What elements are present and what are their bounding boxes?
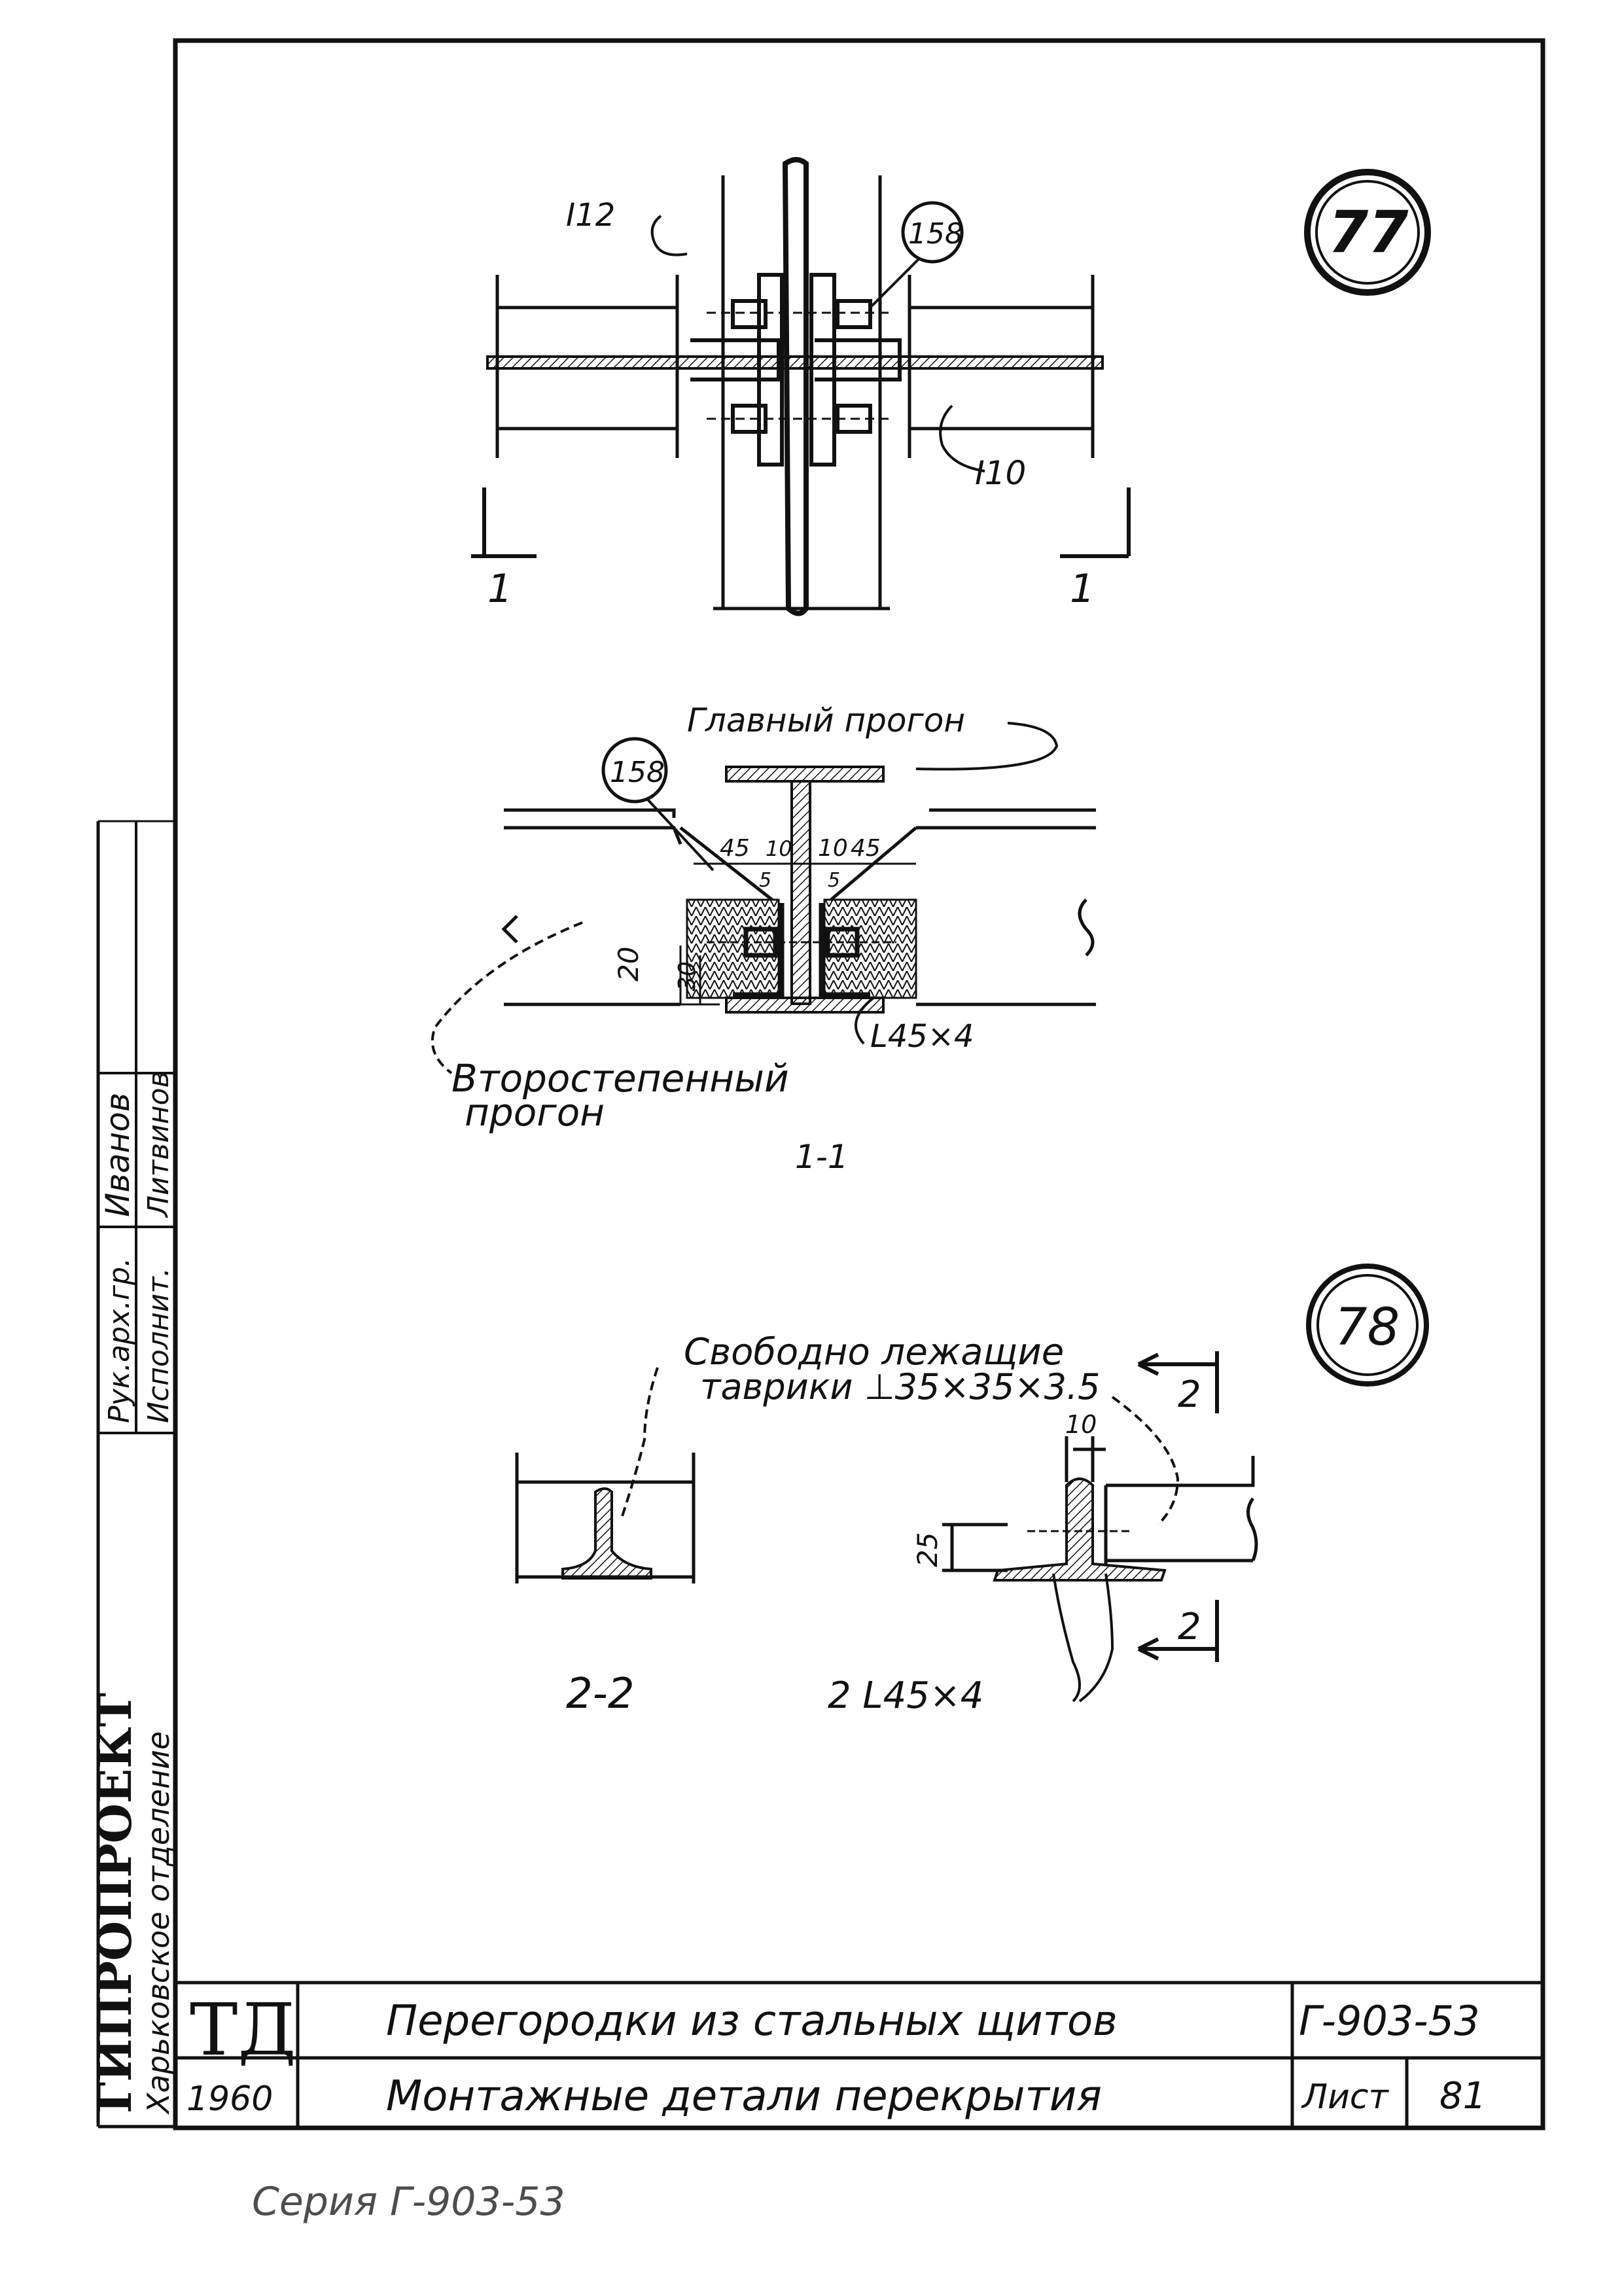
detail-78-number: 78 — [1335, 1298, 1400, 1357]
secondary-beam-label-2: прогон — [465, 1090, 605, 1135]
detail-78-marker — [1306, 1264, 1429, 1387]
dim-top: 10 — [1065, 1410, 1097, 1439]
detail-77: 77 — [471, 157, 1431, 616]
title-logo: ТД — [190, 1988, 296, 2072]
title-year: 1960 — [186, 2079, 273, 2119]
title-block: ТД 1960 Перегородки из стальных щитов Мо… — [175, 1981, 1543, 2128]
section-ref-node-label: 158 — [610, 756, 665, 789]
detail-78-angle-label: 2 L45×4 — [828, 1674, 983, 1717]
side-stamp: Рук.арх.гр. Исполнит. Иванов Литвинов ГИ… — [88, 821, 176, 2115]
section-mark-bottom: 2 — [1178, 1606, 1201, 1648]
beam-secondary-label: I10 — [975, 454, 1026, 492]
sheet-label: Лист — [1301, 2078, 1389, 2117]
side-stamp-department: Харьковское отделение — [141, 1731, 176, 2115]
detail-78-note-1: Свободно лежащие — [684, 1331, 1064, 1373]
dim-side: 25 — [911, 1532, 944, 1567]
beam-main-label: I12 — [566, 197, 615, 234]
dim-5-left: 5 — [759, 869, 771, 892]
sheet-number: 81 — [1439, 2075, 1486, 2117]
section-1-1: Главный прогон 158 — [431, 701, 1096, 1176]
section-2-2-caption: 2-2 — [566, 1670, 635, 1718]
side-stamp-name-2: Литвинов — [142, 1071, 175, 1218]
side-stamp-name-1: Иванов — [99, 1093, 137, 1217]
title-line-2: Монтажные детали перекрытия — [386, 2072, 1102, 2121]
side-stamp-org: ГИПРОПРОЕКТ — [88, 1693, 142, 2113]
section-1-1-caption: 1-1 — [795, 1138, 849, 1176]
main-beam-label: Главный прогон — [687, 701, 965, 739]
detail-77-number: 77 — [1328, 198, 1409, 266]
detail-77-marker — [1304, 169, 1431, 296]
section-mark-top: 2 — [1178, 1373, 1201, 1416]
section-mark-right: 1 — [1070, 566, 1095, 612]
dim-45-left: 45 — [720, 835, 750, 862]
sheet-frame — [96, 38, 1545, 2131]
angle-label: L45×4 — [870, 1018, 974, 1055]
section-ref-node — [601, 737, 668, 804]
secondary-beam-label-1: Второстепенный — [451, 1056, 789, 1101]
side-stamp-role-1: Рук.арх.гр. — [103, 1258, 136, 1423]
title-line-1: Перегородки из стальных щитов — [386, 1997, 1118, 2045]
section-mark-left: 1 — [487, 566, 512, 612]
doc-code: Г-903-53 — [1299, 1997, 1480, 2045]
detail-77-ref-node — [901, 201, 964, 264]
series-caption: Серия Г-903-53 — [252, 2179, 565, 2225]
dim-45-right: 45 — [851, 835, 881, 862]
detail-77-ref-node-label: 158 — [908, 217, 963, 251]
dim-10-left: 10 — [766, 836, 792, 861]
dim-30: 30 — [674, 961, 701, 991]
dim-5-right: 5 — [828, 869, 840, 892]
dim-10-right: 10 — [818, 835, 848, 862]
side-stamp-role-2: Исполнит. — [142, 1267, 175, 1423]
detail-78: 78 Свободно лежащие таврики ⊥35×35×3.5 2… — [515, 1264, 1429, 1718]
dim-20: 20 — [612, 947, 644, 981]
detail-78-note-2: таврики ⊥35×35×3.5 — [700, 1366, 1100, 1407]
